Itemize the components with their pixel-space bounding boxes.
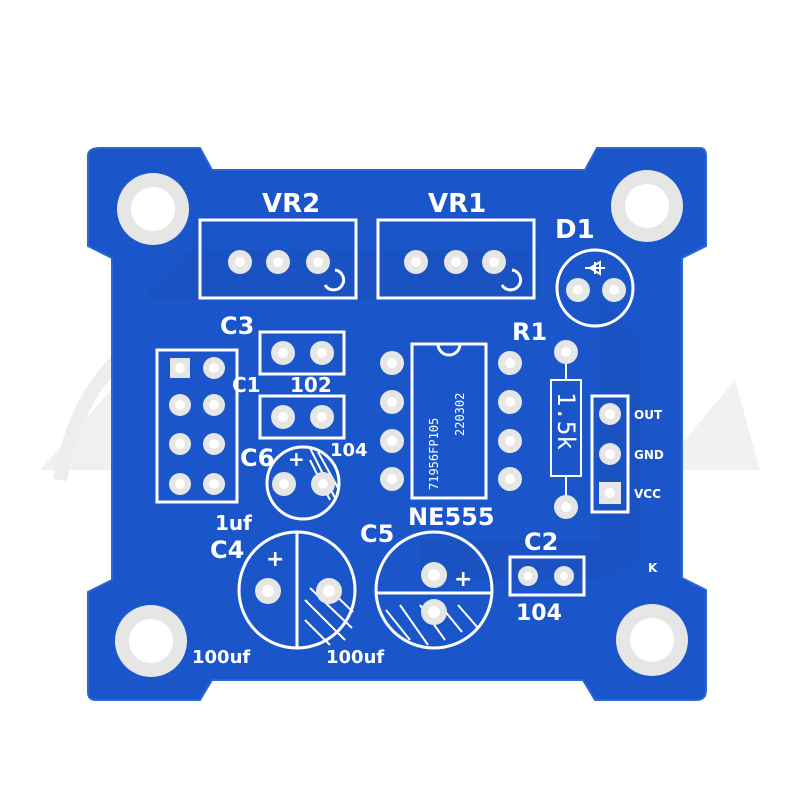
k-mark: K bbox=[648, 561, 658, 575]
c5-plus: + bbox=[454, 567, 472, 592]
c6-value: 104 bbox=[330, 440, 368, 461]
c1-footprint bbox=[258, 394, 346, 440]
c2-footprint bbox=[508, 555, 586, 597]
pin-header-2x4 bbox=[155, 348, 239, 504]
gnd-label: GND bbox=[634, 448, 664, 462]
c2-value: 104 bbox=[516, 601, 562, 626]
vcc-label: VCC bbox=[634, 487, 661, 501]
c4-footprint bbox=[237, 530, 357, 650]
c6-footprint bbox=[265, 445, 341, 521]
c1-value: 102 bbox=[290, 373, 332, 397]
c5-value: 100uf bbox=[326, 647, 384, 668]
c4-value: 100uf bbox=[192, 647, 250, 668]
d1-footprint bbox=[555, 248, 635, 328]
ic-label: NE555 bbox=[408, 503, 495, 531]
c6-plus: + bbox=[288, 447, 305, 471]
mounting-hole-top-left bbox=[117, 173, 189, 245]
r1-footprint bbox=[550, 340, 582, 519]
d1-label: D1 bbox=[555, 215, 595, 245]
mounting-hole-bottom-left bbox=[115, 605, 187, 677]
output-header bbox=[590, 394, 630, 514]
r1-label: R1 bbox=[512, 318, 547, 346]
c5-footprint bbox=[374, 530, 494, 650]
mounting-hole-bottom-right bbox=[616, 604, 688, 676]
c5-label: C5 bbox=[360, 520, 394, 548]
mounting-hole-top-right bbox=[611, 170, 683, 242]
c6-label: C6 bbox=[240, 444, 274, 472]
out-label: OUT bbox=[634, 408, 663, 422]
c3-label: C3 bbox=[220, 312, 254, 340]
ic-ne555-footprint bbox=[380, 342, 522, 500]
vr1-footprint bbox=[376, 218, 536, 300]
ic-code-2: 220302 bbox=[453, 393, 467, 436]
vr2-footprint bbox=[198, 218, 358, 300]
vr1-label: VR1 bbox=[428, 189, 486, 219]
ic-code-1: 71956FP105 bbox=[427, 418, 441, 490]
c2-label: C2 bbox=[524, 528, 558, 556]
c4-plus: + bbox=[266, 547, 284, 572]
c3-footprint bbox=[258, 330, 346, 376]
c4-cap-value: 1uf bbox=[215, 511, 252, 535]
c4-label: C4 bbox=[210, 536, 244, 564]
r1-value: 1.5k bbox=[552, 392, 580, 450]
vr2-label: VR2 bbox=[262, 189, 320, 219]
